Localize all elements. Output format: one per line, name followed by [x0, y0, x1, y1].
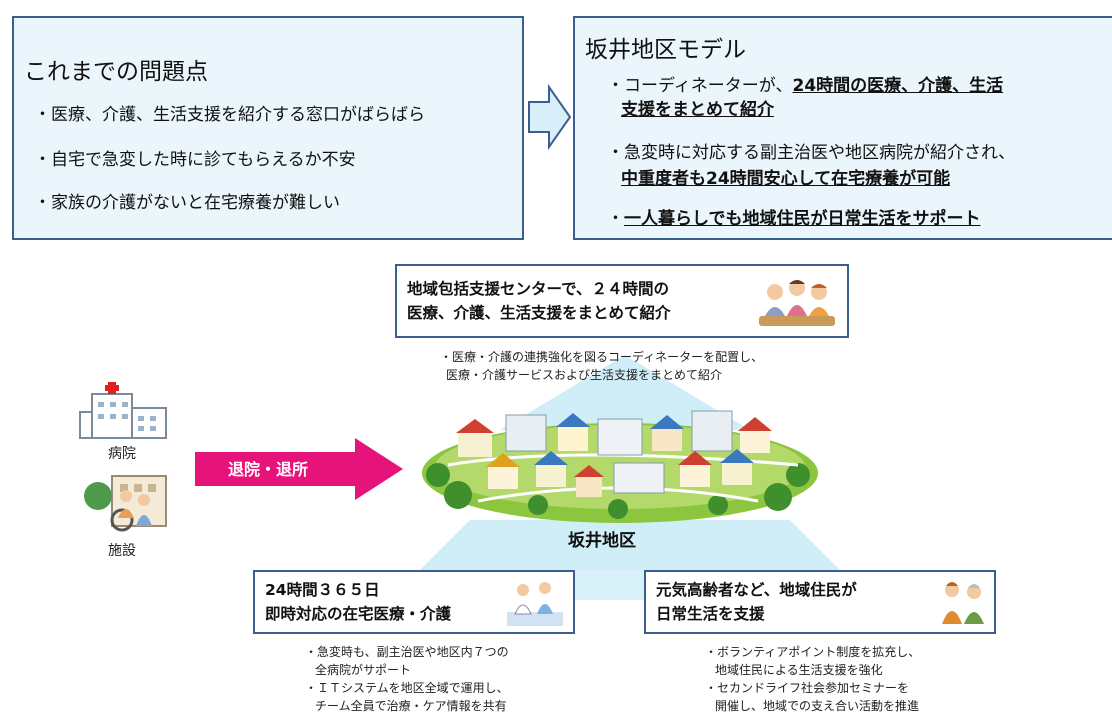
- problem-item: ・自宅で急変した時に診てもらえるか不安: [34, 150, 356, 170]
- home-care-line1: 24時間３６５日: [265, 581, 380, 599]
- facility-icon: [84, 475, 167, 532]
- community-note-1: ・ボランティアポイント制度を拡充し、: [705, 645, 921, 659]
- community-support-box: 元気高齢者など、地域住民が 日常生活を支援: [644, 570, 996, 634]
- model-item-2-bold: 中重度者も24時間安心して在宅療養が可能: [621, 169, 951, 189]
- community-note-3: ・セカンドライフ社会参加セミナーを: [705, 681, 910, 695]
- model-item-2: ・急変時に対応する副主治医や地区病院が紹介され、 中重度者も24時間安心して在宅…: [607, 140, 1015, 192]
- problem-item: ・家族の介護がないと在宅療養が難しい: [34, 193, 340, 213]
- home-care-box: 24時間３６５日 即時対応の在宅医療・介護: [253, 570, 575, 634]
- home-care-note-2: 全病院がサポート: [315, 663, 412, 677]
- chevron-arrow-icon: [528, 84, 572, 150]
- elderly-support-icon: [942, 582, 984, 624]
- discharge-arrow-label: 退院・退所: [228, 460, 309, 479]
- center-label-box: 地域包括支援センターで、２４時間の 医療、介護、生活支援をまとめて紹介: [395, 264, 849, 338]
- center-label-line1: 地域包括支援センターで、２４時間の: [407, 280, 669, 298]
- hospital-label: 病院: [108, 446, 136, 462]
- center-note-2: 医療・介護サービスおよび生活支援をまとめて紹介: [446, 368, 723, 382]
- model-item-3-prefix: ・: [607, 209, 624, 229]
- center-note-1: ・医療・介護の連携強化を図るコーディネーターを配置し、: [440, 350, 764, 364]
- home-care-note-4: チーム全員で治療・ケア情報を共有: [315, 699, 507, 713]
- model-box: 坂井地区モデル ・コーディネーターが、24時間の医療、介護、生活 支援をまとめて…: [573, 16, 1112, 240]
- people-meeting-icon: [759, 280, 835, 326]
- community-note-4: 開催し、地域での支え合い活動を推進: [715, 699, 920, 713]
- home-care-line2: 即時対応の在宅医療・介護: [265, 605, 452, 623]
- community-support-line1: 元気高齢者など、地域住民が: [656, 581, 857, 599]
- model-item-3: ・一人暮らしでも地域住民が日常生活をサポート: [607, 204, 981, 229]
- model-item-1: ・コーディネーターが、24時間の医療、介護、生活 支援をまとめて紹介: [607, 74, 1003, 122]
- community-note-2: 地域住民による生活支援を強化: [715, 663, 883, 677]
- facility-label: 施設: [108, 543, 136, 559]
- model-item-1-bold-2: 支援をまとめて紹介: [621, 100, 774, 120]
- problem-item: ・医療、介護、生活支援を紹介する窓口がばらばら: [34, 105, 425, 125]
- problems-title: これまでの問題点: [24, 59, 208, 85]
- district-label: 坂井地区: [568, 531, 636, 551]
- model-title: 坂井地区モデル: [585, 37, 746, 63]
- town-illustration: [422, 410, 818, 523]
- problems-box: これまでの問題点 ・医療、介護、生活支援を紹介する窓口がばらばら ・自宅で急変し…: [12, 16, 524, 240]
- doctor-visit-icon: [507, 582, 563, 626]
- hospital-icon: [79, 382, 167, 439]
- community-support-line2: 日常生活を支援: [656, 605, 765, 623]
- model-item-3-bold: 一人暮らしでも地域住民が日常生活をサポート: [624, 209, 981, 229]
- model-item-1-prefix: ・コーディネーターが、: [607, 76, 793, 96]
- discharge-arrow-icon: [195, 438, 403, 500]
- center-label-line2: 医療、介護、生活支援をまとめて紹介: [407, 304, 671, 322]
- model-item-1-bold: 24時間の医療、介護、生活: [792, 76, 1004, 96]
- home-care-note-1: ・急変時も、副主治医や地区内７つの: [305, 645, 509, 659]
- model-item-2-prefix: ・急変時に対応する副主治医や地区病院が紹介され、: [607, 143, 1016, 163]
- home-care-note-3: ・ＩＴシステムを地区全域で運用し、: [305, 681, 509, 695]
